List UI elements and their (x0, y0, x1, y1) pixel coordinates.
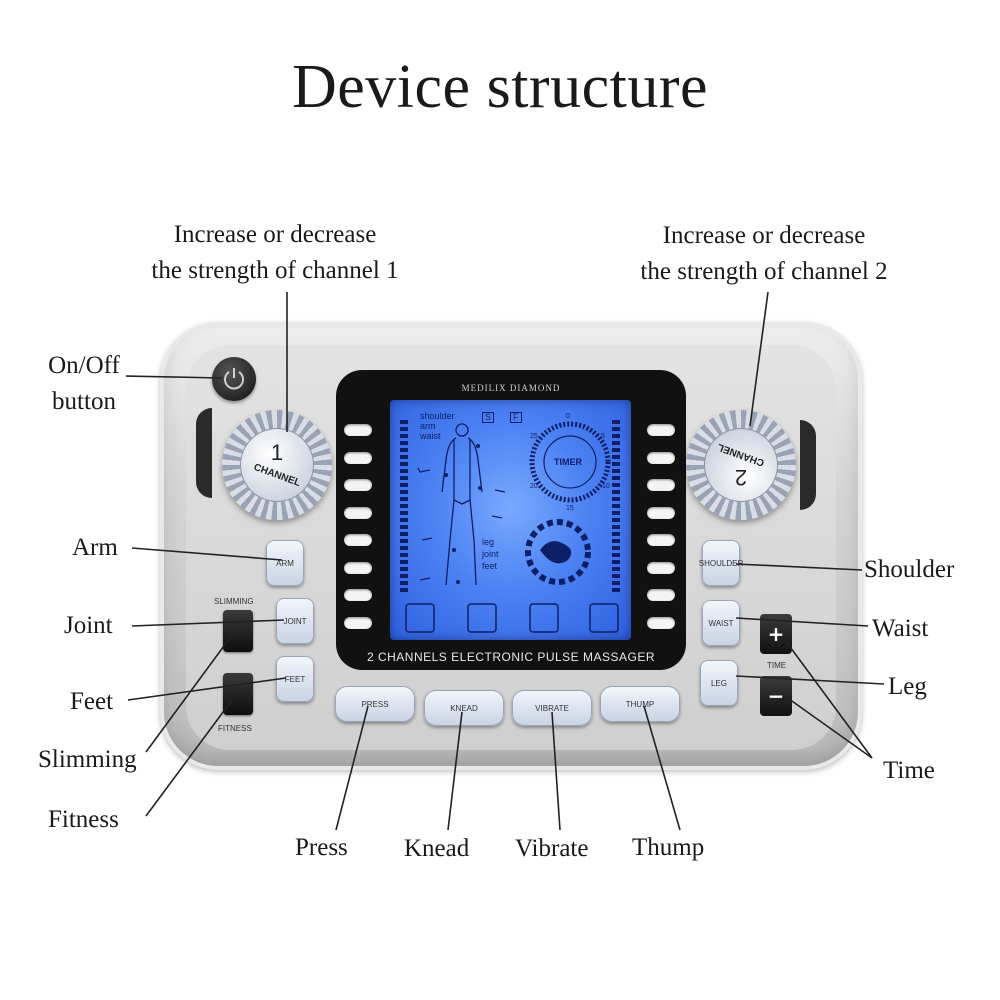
left-grip (196, 408, 212, 498)
time-minus-button[interactable]: − (760, 676, 792, 716)
indicator-slot (647, 424, 675, 436)
press-callout: Press (295, 834, 348, 861)
waist-button[interactable]: WAIST (702, 600, 740, 646)
knead-callout: Knead (404, 835, 470, 862)
shoulder-button[interactable]: SHOULDER (699, 540, 743, 586)
feet-callout: Feet (70, 688, 114, 715)
lcd-timer-tick-20: 20 (530, 483, 538, 490)
indicator-slot (647, 616, 675, 629)
lcd-timer-tick-25: 25 (530, 433, 538, 440)
shoulder-callout: Shoulder (864, 556, 955, 583)
indicator-slot (647, 506, 675, 519)
indicator-slot (344, 424, 372, 436)
indicator-slot (344, 534, 372, 546)
vibrate-callout: Vibrate (515, 835, 589, 862)
channel2-callout-line2: the strength of channel 2 (640, 258, 888, 285)
lcd-part-feet: feet (482, 561, 498, 571)
waist-callout: Waist (872, 615, 929, 642)
lcd-part-leg: leg (482, 537, 495, 547)
indicator-slot (647, 561, 675, 574)
power-button[interactable] (212, 357, 256, 401)
lcd-timer-tick-5: 5 (601, 433, 605, 440)
indicator-slot (344, 589, 372, 601)
thump-button[interactable]: THUMP (600, 686, 680, 722)
diagram-title: Device structure (292, 53, 708, 121)
lcd-display: shoulder arm waist S F leg joint feet TI… (390, 400, 631, 640)
channel2-level-bar (612, 420, 620, 595)
arm-button[interactable]: ARM (266, 540, 304, 586)
time-label: TIME (767, 661, 787, 670)
lcd-timer-tick-15: 15 (566, 505, 574, 512)
leg-button[interactable]: LEG (700, 660, 738, 706)
time-plus-button[interactable]: + (760, 614, 792, 654)
channel1-knob-number: 1 (270, 440, 284, 465)
fitness-label: FITNESS (218, 724, 252, 733)
thump-callout: Thump (632, 834, 705, 861)
lcd-part-arm: arm (420, 421, 436, 431)
channel1-knob[interactable]: 1 CHANNEL (222, 410, 332, 520)
onoff-callout-line2: button (52, 388, 116, 415)
press-button[interactable]: PRESS (335, 686, 415, 722)
leg-callout: Leg (888, 673, 927, 700)
lcd-part-joint: joint (482, 549, 499, 559)
lcd-part-shoulder: shoulder (420, 411, 455, 421)
arm-callout: Arm (72, 534, 118, 561)
lcd-timer-tick-0: 0 (566, 413, 570, 420)
channel2-knob-cap: 2 CHANNEL (704, 428, 778, 502)
lcd-timer-label: TIMER (554, 457, 582, 467)
lcd-mode-s: S (482, 412, 495, 423)
channel2-callout-line1: Increase or decrease (662, 222, 866, 249)
indicator-slot (647, 451, 675, 464)
right-grip (800, 420, 816, 510)
channel1-callout-line2: the strength of channel 1 (151, 257, 399, 284)
channel2-knob[interactable]: 2 CHANNEL (686, 410, 796, 520)
channel1-knob-cap: 1 CHANNEL (240, 428, 314, 502)
indicator-slot (344, 506, 372, 519)
power-icon (224, 368, 244, 390)
fitness-button[interactable] (223, 673, 253, 715)
time-callout: Time (883, 757, 935, 784)
lcd-part-waist: waist (420, 431, 441, 441)
lcd-body-figure-icon (405, 421, 619, 633)
joint-callout: Joint (64, 612, 113, 639)
indicator-slot (647, 534, 675, 546)
knead-button[interactable]: KNEAD (424, 690, 504, 726)
indicator-slot (344, 479, 372, 491)
onoff-callout: On/Off button (26, 348, 142, 420)
channel1-callout: Increase or decrease the strength of cha… (90, 217, 460, 289)
brand-label: MEDILIX DIAMOND (461, 383, 561, 393)
indicator-slot (344, 561, 372, 574)
indicator-slot (647, 479, 675, 491)
slimming-label: SLIMMING (214, 597, 254, 606)
joint-button[interactable]: JOINT (276, 598, 314, 644)
model-label: 2 CHANNELS ELECTRONIC PULSE MASSAGER (366, 650, 656, 664)
onoff-callout-line1: On/Off (48, 352, 120, 379)
slimming-button[interactable] (223, 610, 253, 652)
channel1-callout-line1: Increase or decrease (173, 221, 377, 248)
indicator-slot (344, 451, 372, 464)
vibrate-button[interactable]: VIBRATE (512, 690, 592, 726)
feet-button[interactable]: FEET (276, 656, 314, 702)
channel2-callout: Increase or decrease the strength of cha… (578, 218, 950, 290)
channel1-level-bar (400, 420, 408, 595)
slimming-callout: Slimming (38, 746, 137, 773)
fitness-callout: Fitness (48, 806, 119, 833)
lcd-mode-f: F (510, 412, 522, 423)
indicator-slot (647, 589, 675, 601)
indicator-slot (344, 616, 372, 629)
lcd-timer-tick-10: 10 (602, 483, 610, 490)
